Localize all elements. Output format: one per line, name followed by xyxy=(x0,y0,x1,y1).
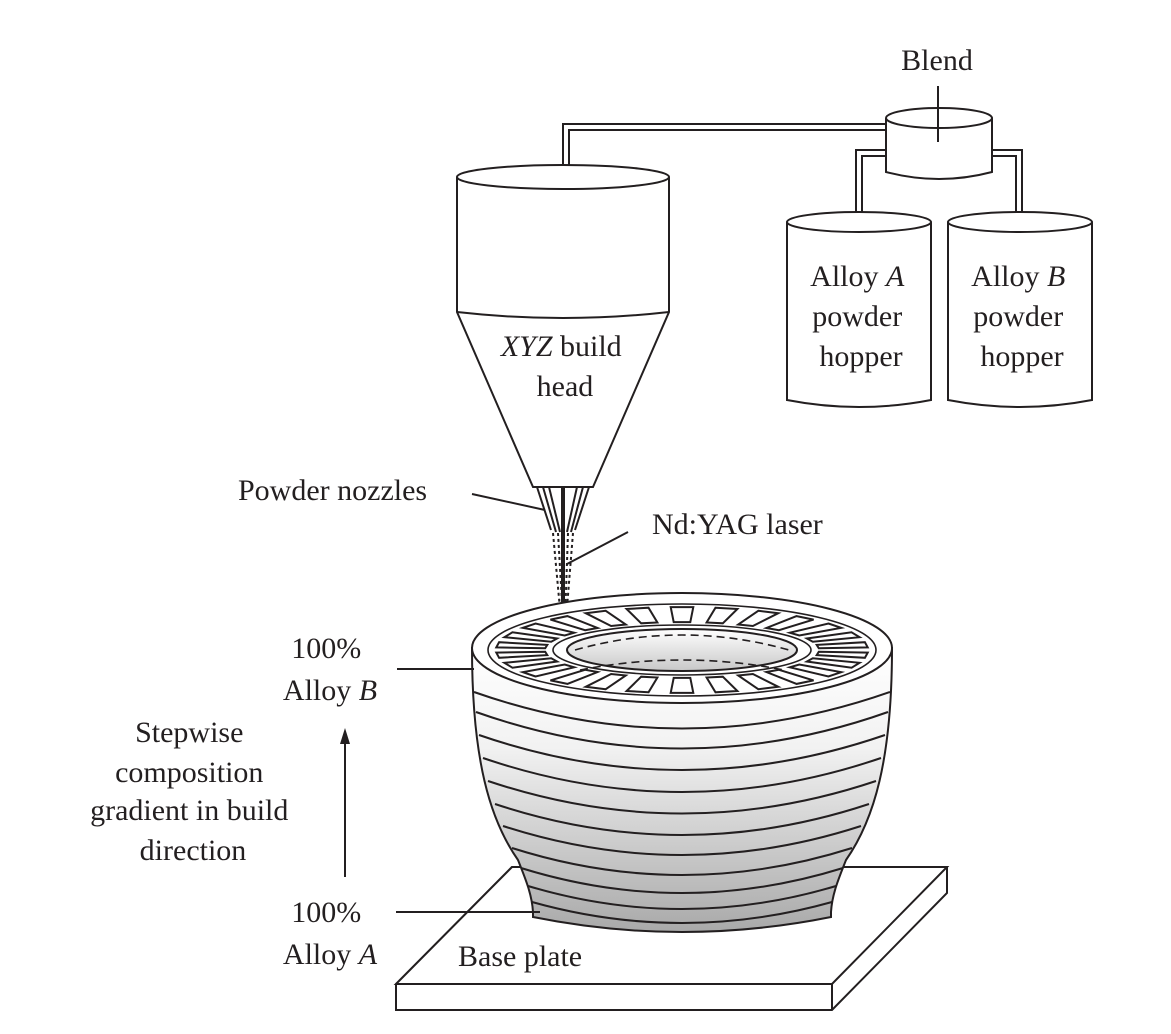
ring-cell xyxy=(785,622,846,637)
ring-cell xyxy=(803,657,863,669)
powder-nozzles-leader xyxy=(471,493,546,511)
build-head xyxy=(456,164,670,488)
graded-part xyxy=(470,592,894,933)
ring-cell xyxy=(582,672,629,691)
ring-cell xyxy=(814,641,870,650)
ring-cell xyxy=(501,631,561,643)
laser-label: Nd:YAG laser xyxy=(652,508,823,541)
ring-cell xyxy=(624,606,660,625)
ring-cell xyxy=(704,606,740,625)
hopper-b-label: Alloy B powder hopper xyxy=(971,260,1073,373)
ring-cell xyxy=(762,668,814,685)
ring-cell xyxy=(669,606,695,624)
ring-cell xyxy=(494,650,550,659)
powder-piping xyxy=(562,123,1023,218)
gradient-label: Stepwise composition gradient in build d… xyxy=(90,716,296,867)
build-head-label: XYZ build head xyxy=(500,330,629,403)
ring-cell xyxy=(501,657,561,669)
build-direction-arrow xyxy=(340,728,350,877)
ring-cell xyxy=(550,615,602,632)
powder-nozzles-label: Powder nozzles xyxy=(238,474,427,507)
hopper-b xyxy=(947,211,1093,408)
hopper-a-label: Alloy A powder hopper xyxy=(810,260,912,373)
ring-cell xyxy=(762,615,814,632)
ring-cell xyxy=(550,668,602,685)
ring-cell xyxy=(518,622,579,637)
ring-cell xyxy=(669,676,695,694)
ring-cell xyxy=(624,675,660,694)
ring-cell xyxy=(803,631,863,643)
laser-leader xyxy=(566,531,629,565)
ring-cell xyxy=(518,663,579,678)
ring-cell xyxy=(494,641,550,650)
ring-cell xyxy=(785,663,846,678)
ring-cell xyxy=(735,609,782,628)
ring-cell xyxy=(735,672,782,691)
blend-label: Blend xyxy=(901,44,973,77)
bottom-composition-label: 100% Alloy A xyxy=(283,896,378,971)
hopper-a xyxy=(786,211,932,408)
ring-cell xyxy=(704,675,740,694)
ring-cell xyxy=(814,650,870,659)
top-composition-label: 100% Alloy B xyxy=(283,632,377,707)
ring-cell xyxy=(582,609,629,628)
base-plate-label: Base plate xyxy=(458,940,582,973)
